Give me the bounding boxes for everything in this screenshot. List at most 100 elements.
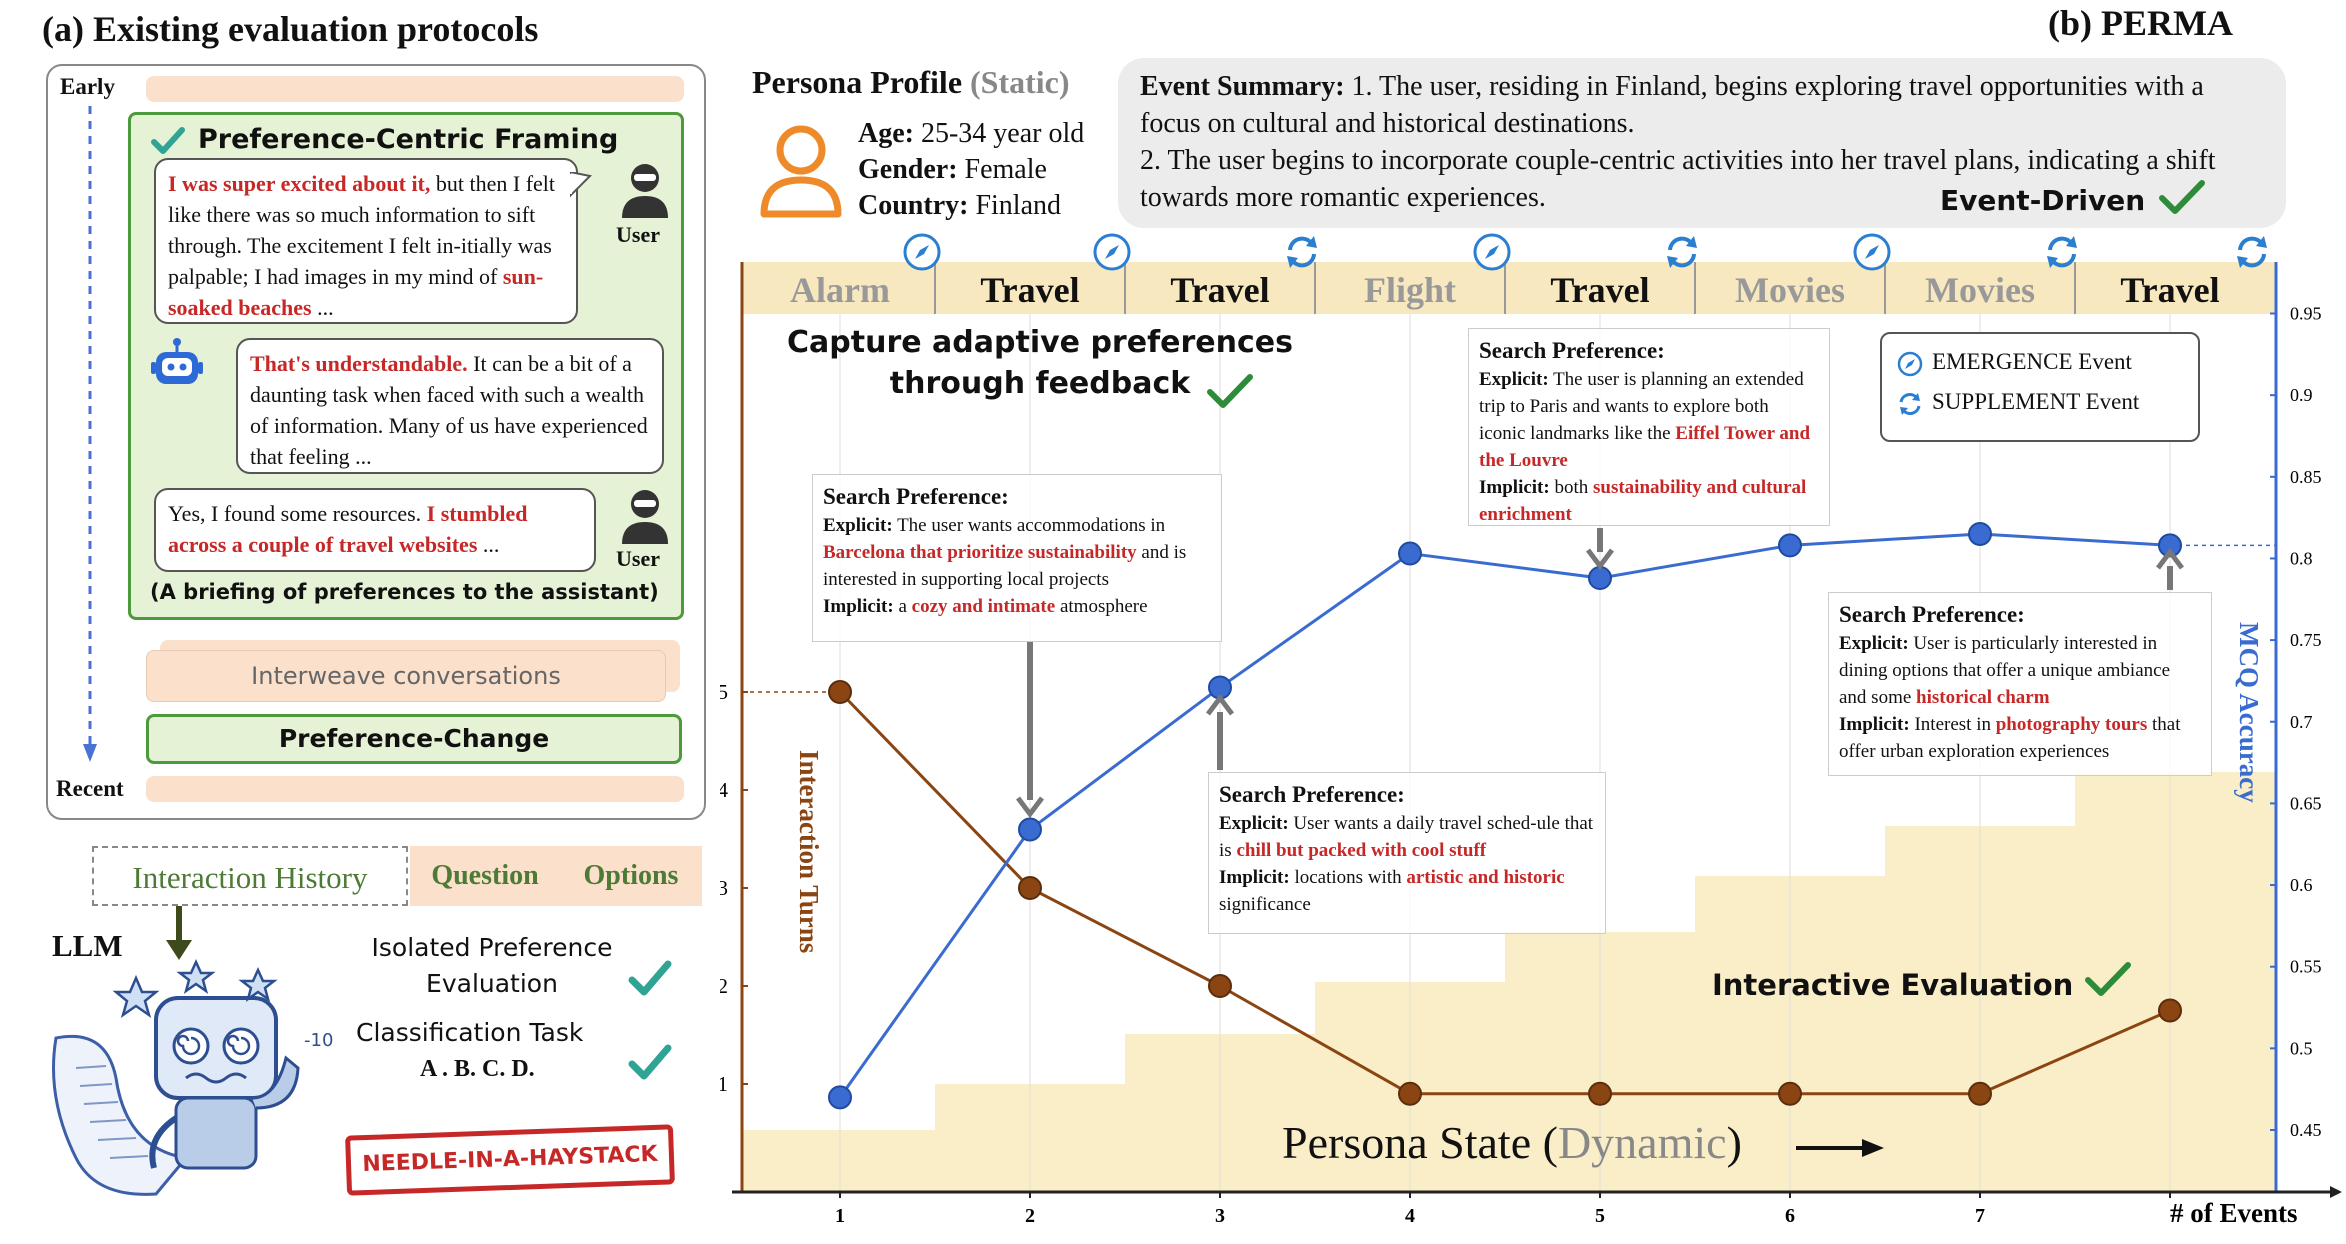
feedback-arrow-head — [1016, 796, 1044, 819]
refresh-icon — [1899, 392, 1921, 415]
preference-card-2: Search Preference: Explicit: User wants … — [1208, 772, 1606, 934]
event-strip — [742, 262, 2276, 314]
preference-card-1: Search Preference: Explicit: The user wa… — [812, 474, 1222, 642]
right-tick-label: 0.95 — [2290, 304, 2322, 324]
interaction-history-tab: Interaction History — [92, 846, 408, 906]
compass-icon-needle — [915, 245, 929, 259]
interweave-bar: Interweave conversations — [146, 650, 666, 702]
refresh-icon-head-lower — [1287, 256, 1298, 268]
check-icon — [1207, 374, 1253, 408]
refresh-icon-head-lower — [2047, 256, 2058, 268]
preference-change-bar: Preference-Change — [146, 714, 682, 764]
right-tick-label: 0.7 — [2290, 712, 2313, 732]
preference-card-3: Search Preference: Explicit: The user is… — [1468, 328, 1830, 526]
left-axis-label: Interaction Turns — [794, 750, 824, 953]
persona-state-label: Persona State (Dynamic) — [1282, 1117, 1742, 1168]
turns-point — [1398, 1081, 1422, 1106]
right-tick-label: 0.45 — [2290, 1120, 2322, 1140]
left-tick-label: 2 — [720, 974, 728, 998]
accuracy-point — [1398, 541, 1422, 566]
right-arrow-icon — [1796, 1139, 1884, 1157]
question-tab: Question — [410, 846, 560, 906]
refresh-icon-head — [2066, 236, 2077, 248]
right-tick-label: 0.75 — [2290, 630, 2322, 650]
check-icon — [151, 127, 185, 154]
turns-point — [1778, 1081, 1802, 1106]
x-tick-label: 4 — [1405, 1205, 1415, 1227]
x-axis-arrow — [2330, 1186, 2342, 1198]
accuracy-point — [1018, 817, 1042, 842]
compass-icon-needle — [1485, 245, 1499, 259]
check-icon — [2159, 180, 2205, 214]
turns-line — [838, 690, 2171, 1096]
accuracy-point — [828, 1085, 852, 1110]
accuracy-point — [1778, 533, 1802, 558]
feedback-arrow-head — [1206, 693, 1234, 716]
down-arrow-icon — [166, 906, 192, 960]
compass-icon-needle — [1865, 245, 1879, 259]
persona-profile-title: Persona Profile (Static) — [752, 64, 1070, 100]
event-label: Alarm — [790, 270, 890, 310]
user-avatar-icon — [622, 490, 668, 544]
refresh-icon-head — [2256, 236, 2267, 248]
left-tick-label: 1 — [720, 1072, 728, 1096]
turns-point — [2158, 998, 2182, 1023]
refresh-icon-head-lower — [1667, 256, 1678, 268]
compass-icon-needle — [1105, 245, 1119, 259]
x-tick-label: 7 — [1975, 1205, 1985, 1227]
event-summary-box: Event Summary: 1. The user, residing in … — [1118, 58, 2286, 228]
compass-icon — [1897, 351, 1923, 376]
right-tick-label: 0.85 — [2290, 467, 2322, 487]
x-tick-label: 5 — [1595, 1205, 1605, 1227]
classification-task-label: Classification Task — [356, 1018, 584, 1047]
early-label: Early — [60, 74, 115, 99]
timeline-arrow — [83, 106, 97, 762]
recent-label: Recent — [56, 776, 124, 801]
event-label: Travel — [1170, 270, 1269, 310]
robot-icon — [151, 338, 203, 384]
x-axis-label: # of Events — [2170, 1198, 2298, 1228]
left-panel-title: (a) Existing evaluation protocols — [42, 9, 539, 49]
x-tick-label: 6 — [1785, 1205, 1795, 1227]
user-avatar-icon — [622, 164, 668, 218]
event-legend: EMERGENCE Event SUPPLEMENT Event — [1880, 332, 2200, 442]
check-icon — [628, 960, 672, 996]
accuracy-line — [838, 532, 2171, 1099]
state-band — [742, 1130, 935, 1192]
user-message-1: I was super excited about it, but then I… — [154, 158, 578, 324]
interactive-evaluation-label: Interactive Evaluation — [1712, 968, 2074, 1002]
accuracy-point — [1968, 521, 1992, 546]
feedback-arrow-head — [2156, 547, 2184, 570]
feedback-arrow-head — [1586, 548, 1614, 571]
assistant-message: That's understandable. It can be a bit o… — [236, 338, 664, 474]
event-driven-label: Event-Driven — [1940, 184, 2146, 217]
turns-point — [1588, 1081, 1612, 1106]
user-message-2: Yes, I found some resources. I stumbled … — [154, 488, 596, 572]
accuracy-point — [1588, 566, 1612, 591]
bubble-tail — [570, 172, 592, 198]
score-label: -10 — [304, 1030, 333, 1051]
persona-attributes: Age: 25-34 year old Gender: Female Count… — [858, 118, 1085, 221]
person-icon — [760, 125, 842, 218]
right-panel-title: (b) PERMA — [2048, 3, 2233, 43]
turns-point — [1968, 1081, 1992, 1106]
x-tick-label: 2 — [1025, 1205, 1035, 1227]
event-label: Travel — [980, 270, 1079, 310]
confused-robot-illustration: -10 — [52, 958, 333, 1196]
turns-point — [828, 680, 852, 704]
preference-card-4: Search Preference: Explicit: User is par… — [1828, 592, 2212, 776]
right-axis-label: MCQ Accuracy — [2234, 622, 2264, 803]
turns-point — [1018, 876, 1042, 900]
user-label-1: User — [616, 222, 660, 247]
left-tick-label: 3 — [720, 876, 728, 900]
check-icon — [2085, 962, 2131, 996]
turns-point — [1208, 974, 1232, 998]
event-label: Movies — [1925, 270, 2035, 310]
left-tick-label: 4 — [720, 778, 729, 802]
user-label-2: User — [616, 546, 660, 571]
right-tick-label: 0.6 — [2290, 875, 2313, 895]
history-frame — [46, 64, 706, 820]
